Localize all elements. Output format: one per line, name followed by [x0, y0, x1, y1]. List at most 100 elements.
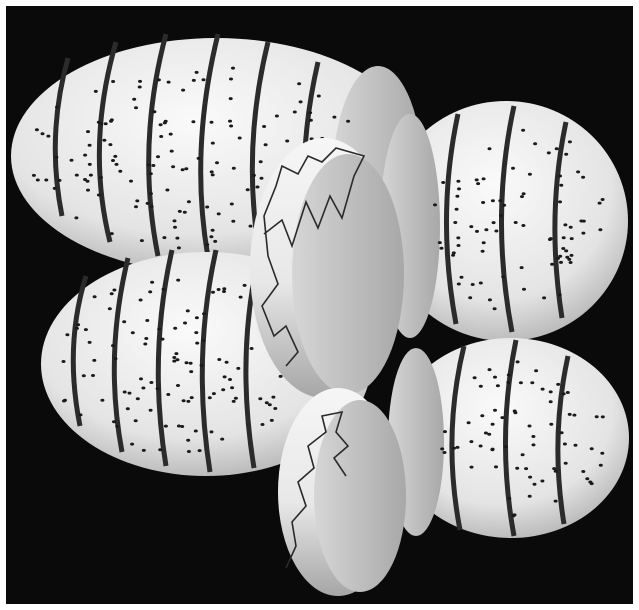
surface-dot: [457, 244, 461, 247]
surface-dot: [213, 240, 217, 243]
surface-dot: [93, 295, 97, 298]
surface-dot: [229, 78, 233, 81]
surface-dot: [36, 179, 40, 182]
surface-dot: [94, 90, 98, 93]
surface-dot: [275, 115, 279, 118]
surface-dot: [146, 163, 150, 166]
surface-dot: [176, 384, 180, 387]
surface-dot: [564, 249, 568, 252]
surface-dot: [252, 174, 256, 177]
surface-dot: [215, 161, 219, 164]
surface-dot: [562, 236, 566, 239]
surface-dot: [246, 188, 250, 191]
surface-dot: [230, 386, 234, 389]
surface-dot: [549, 400, 553, 403]
surface-dot: [229, 97, 233, 100]
surface-dot: [475, 230, 479, 233]
surface-dot: [590, 482, 594, 485]
surface-dot: [488, 368, 492, 371]
surface-dot: [533, 483, 537, 486]
surface-dot: [157, 78, 161, 81]
surface-dot: [268, 403, 272, 406]
surface-dot: [572, 414, 576, 417]
surface-dot: [229, 125, 233, 128]
surface-dot: [346, 120, 350, 123]
surface-dot: [493, 409, 497, 412]
surface-dot: [202, 312, 206, 315]
surface-dot: [145, 319, 149, 322]
surface-dot: [138, 80, 142, 83]
surface-dot: [100, 399, 104, 402]
surface-dot: [317, 95, 321, 98]
surface-dot: [99, 176, 103, 179]
surface-dot: [299, 100, 303, 103]
surface-dot: [488, 298, 492, 301]
surface-dot: [569, 261, 573, 264]
surface-dot: [211, 229, 215, 232]
surface-dot: [159, 123, 163, 126]
surface-dot: [41, 132, 45, 135]
surface-dot: [440, 447, 444, 450]
surface-dot: [297, 82, 301, 85]
surface-dot: [187, 200, 191, 203]
surface-dot: [158, 448, 162, 451]
surface-dot: [149, 172, 153, 175]
surface-dot: [166, 393, 170, 396]
surface-dot: [184, 167, 188, 170]
surface-dot: [262, 125, 266, 128]
surface-dot: [581, 232, 585, 235]
surface-dot: [205, 243, 209, 246]
surface-dot: [86, 180, 90, 183]
surface-dot: [601, 198, 605, 201]
surface-dot: [470, 466, 474, 469]
surface-dot: [438, 241, 442, 244]
surface-dot: [142, 449, 146, 452]
surface-dot: [598, 228, 602, 231]
surface-dot: [182, 399, 186, 402]
surface-dot: [481, 250, 485, 253]
surface-dot: [308, 111, 312, 114]
surface-dot: [506, 381, 510, 384]
surface-dot: [457, 283, 461, 286]
surface-dot: [528, 476, 532, 479]
surface-dot: [558, 175, 562, 178]
surface-dot: [554, 470, 558, 473]
surface-dot: [217, 212, 221, 215]
surface-dot: [205, 206, 209, 209]
surface-dot: [228, 120, 232, 123]
surface-dot: [83, 154, 87, 157]
surface-dot: [528, 173, 532, 176]
surface-dot: [138, 86, 142, 89]
surface-dot: [243, 284, 247, 287]
surface-dot: [534, 369, 538, 372]
surface-dot: [149, 192, 153, 195]
surface-dot: [475, 178, 479, 181]
surface-dot: [563, 223, 567, 226]
surface-dot: [231, 67, 235, 70]
surface-dot: [452, 447, 456, 450]
surface-dot: [566, 391, 570, 394]
surface-dot: [180, 425, 184, 428]
surface-dot: [115, 425, 119, 428]
surface-dot: [555, 147, 559, 150]
surface-dot: [92, 359, 96, 362]
surface-dot: [456, 180, 460, 183]
surface-dot: [88, 144, 92, 147]
surface-dot: [82, 374, 86, 377]
surface-dot: [456, 236, 460, 239]
surface-dot: [162, 288, 166, 291]
surface-dot: [568, 413, 572, 416]
surface-dot: [460, 276, 464, 279]
surface-dot: [569, 226, 573, 229]
surface-dot: [102, 139, 106, 142]
surface-dot: [172, 360, 176, 363]
surface-dot: [131, 331, 135, 334]
surface-dot: [258, 397, 262, 400]
surface-dot: [113, 155, 117, 158]
slab-face: [314, 400, 406, 592]
surface-dot: [484, 228, 488, 231]
surface-dot: [456, 446, 460, 449]
surface-dot: [111, 159, 115, 162]
surface-dot: [217, 358, 221, 361]
surface-dot: [118, 170, 122, 173]
